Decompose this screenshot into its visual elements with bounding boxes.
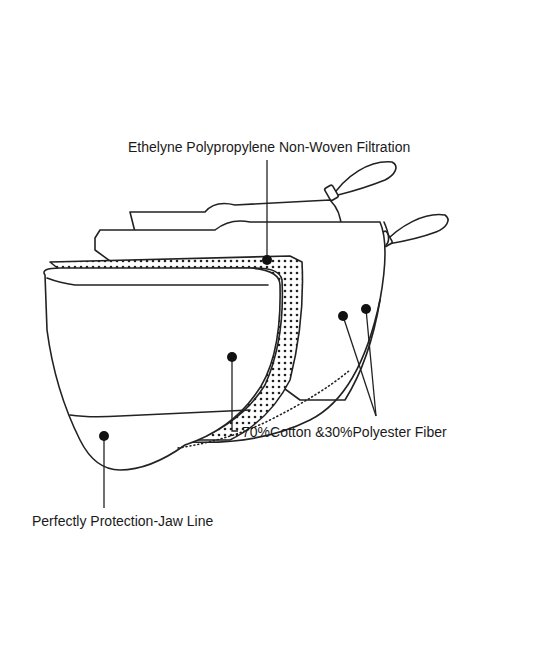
leader-dot xyxy=(361,304,371,314)
leader-dot xyxy=(227,352,237,362)
leader-line xyxy=(103,436,104,508)
mask-edge xyxy=(384,222,389,245)
part-label: 70%Cotton &30%Polyester Fiber xyxy=(242,423,447,441)
leader-line xyxy=(266,160,267,256)
mask-seam xyxy=(47,278,268,285)
leader-dot xyxy=(99,431,109,441)
part-label: Ethelyne Polypropylene Non-Woven Filtrat… xyxy=(128,138,410,156)
leader-dot xyxy=(338,311,348,321)
leader-dot xyxy=(262,255,272,265)
loop-toggle xyxy=(324,184,339,201)
jaw-line-band xyxy=(70,410,250,417)
ear-loop xyxy=(330,162,396,200)
leader-line xyxy=(366,309,376,416)
leader-line xyxy=(232,357,238,431)
part-label: Perfectly Protection-Jaw Line xyxy=(32,512,213,530)
